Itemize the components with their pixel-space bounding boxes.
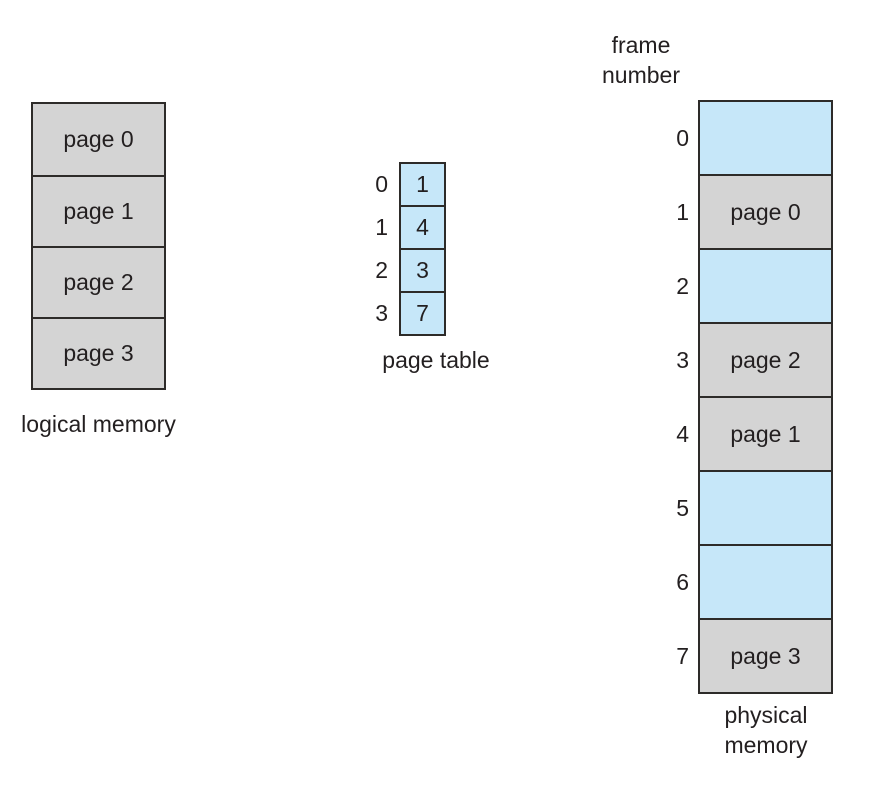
frame-number: 6 <box>676 568 689 595</box>
frame-cell: page 2 <box>698 322 833 398</box>
physical-memory-label: physical memory <box>724 702 808 758</box>
page-table-row: 2 3 <box>355 248 446 293</box>
frame-content: page 2 <box>730 346 801 373</box>
frame-cell: page 3 <box>698 618 833 694</box>
logical-page-cell: page 2 <box>33 246 164 317</box>
frame-cell: page 0 <box>698 174 833 250</box>
frame-number: 3 <box>676 346 689 373</box>
physical-memory-row: 6 <box>648 544 833 620</box>
logical-page-label: page 2 <box>63 269 134 295</box>
page-table-row: 0 1 <box>355 162 446 207</box>
page-table-row: 3 7 <box>355 291 446 336</box>
page-table-entry: 4 <box>399 205 446 250</box>
frame-number: 0 <box>676 124 689 151</box>
physical-memory-row: 4 page 1 <box>648 396 833 472</box>
logical-page-label: page 3 <box>63 340 134 366</box>
physical-memory-row: 1 page 0 <box>648 174 833 250</box>
frame-content: page 3 <box>730 642 801 669</box>
frame-number: 5 <box>676 494 689 521</box>
frame-cell <box>698 544 833 620</box>
logical-page-cell: page 1 <box>33 175 164 246</box>
physical-memory-row: 7 page 3 <box>648 618 833 694</box>
frame-number: 1 <box>676 198 689 225</box>
logical-page-label: page 0 <box>63 126 134 152</box>
page-table: 0 1 1 4 2 3 3 7 <box>355 162 446 336</box>
page-table-index: 3 <box>375 300 388 326</box>
frame-cell: page 1 <box>698 396 833 472</box>
physical-memory-row: 3 page 2 <box>648 322 833 398</box>
page-table-entry: 1 <box>399 162 446 207</box>
frame-content: page 0 <box>730 198 801 225</box>
physical-memory-row: 0 <box>648 100 833 176</box>
logical-page-label: page 1 <box>63 198 134 224</box>
frame-content: page 1 <box>730 420 801 447</box>
logical-memory-label: logical memory <box>21 411 176 437</box>
frame-cell <box>698 100 833 176</box>
page-table-index: 1 <box>375 214 388 240</box>
frame-cell <box>698 248 833 324</box>
page-table-entry: 3 <box>399 248 446 293</box>
page-table-row: 1 4 <box>355 205 446 250</box>
frame-number: 2 <box>676 272 689 299</box>
logical-page-cell: page 3 <box>33 317 164 388</box>
logical-page-cell: page 0 <box>33 104 164 175</box>
page-table-index: 0 <box>375 171 388 197</box>
logical-memory-table: page 0 page 1 page 2 page 3 <box>31 102 166 390</box>
frame-number: 4 <box>676 420 689 447</box>
physical-memory-table: 0 1 page 0 2 3 page 2 4 page 1 <box>648 100 833 694</box>
frame-cell <box>698 470 833 546</box>
physical-memory-row: 2 <box>648 248 833 324</box>
physical-memory-row: 5 <box>648 470 833 546</box>
page-table-label: page table <box>382 347 490 373</box>
frame-number: 7 <box>676 642 689 669</box>
page-table-index: 2 <box>375 257 388 283</box>
frame-number-header: frame number <box>602 32 680 88</box>
page-table-entry: 7 <box>399 291 446 336</box>
